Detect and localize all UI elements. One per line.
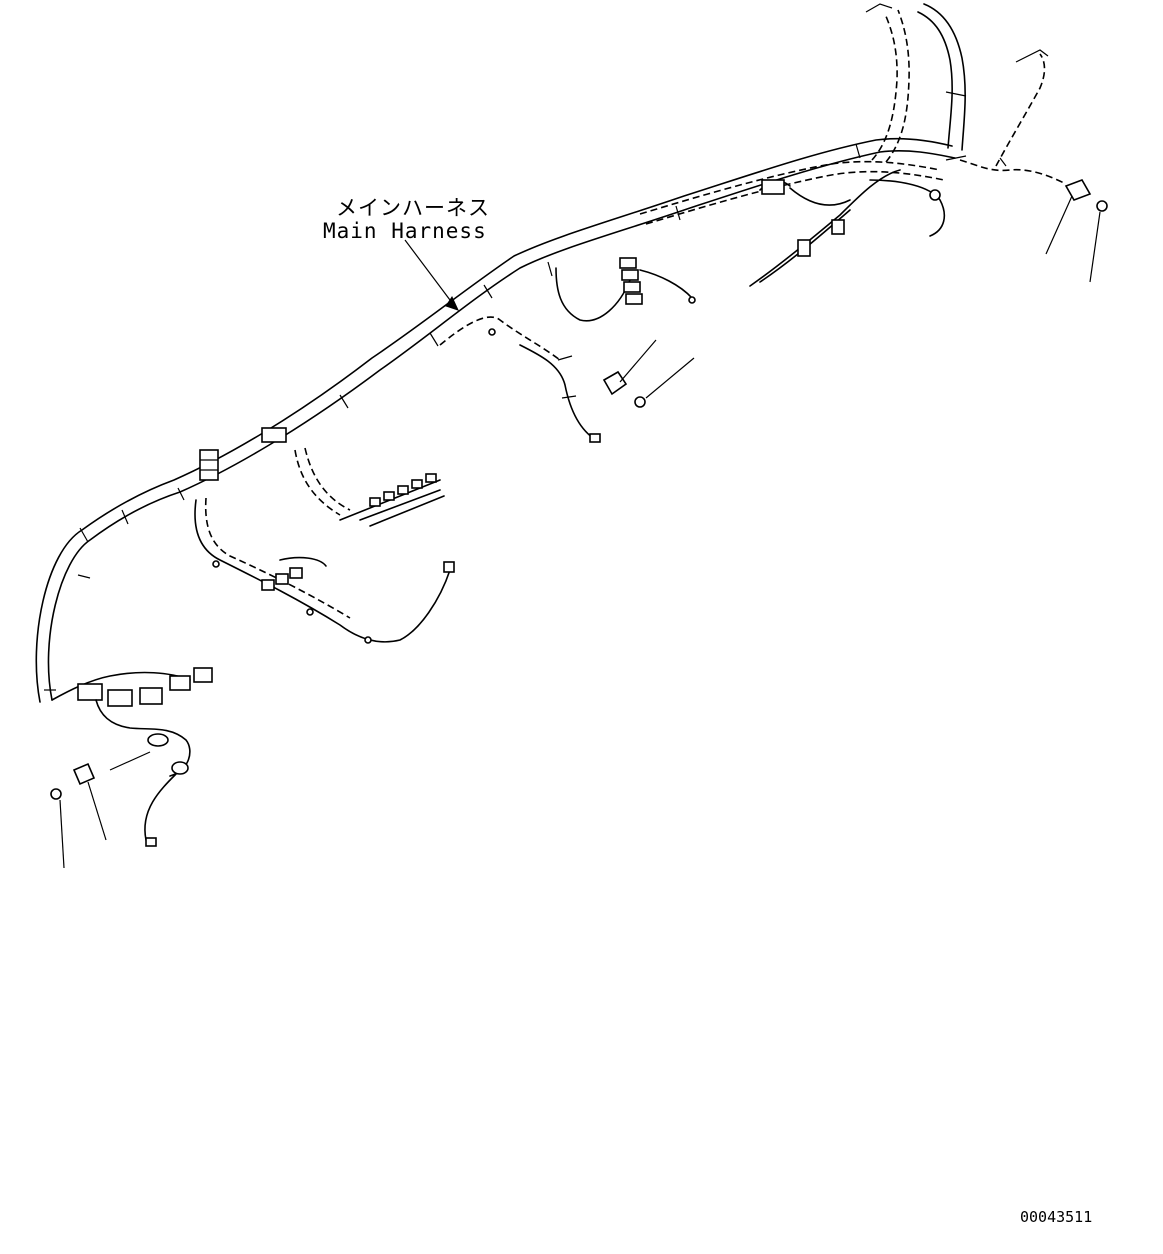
left-middle-connectors — [199, 427, 445, 527]
main-harness-label-en: Main Harness — [323, 219, 487, 243]
main-harness-trunk — [35, 137, 956, 703]
secondary-harness — [439, 160, 945, 361]
main-harness-leader — [404, 239, 459, 311]
bottom-left-junction — [51, 667, 213, 847]
lower-left-branch — [194, 497, 455, 644]
clamp-parts — [50, 179, 1108, 869]
main-harness-label-jp: メインハーネス — [336, 196, 490, 220]
center-right-connectors — [555, 169, 946, 322]
upper-right-branch — [865, 3, 1067, 185]
middle-branch — [488, 328, 601, 443]
drawing-number: 00043511 — [1020, 1208, 1093, 1226]
